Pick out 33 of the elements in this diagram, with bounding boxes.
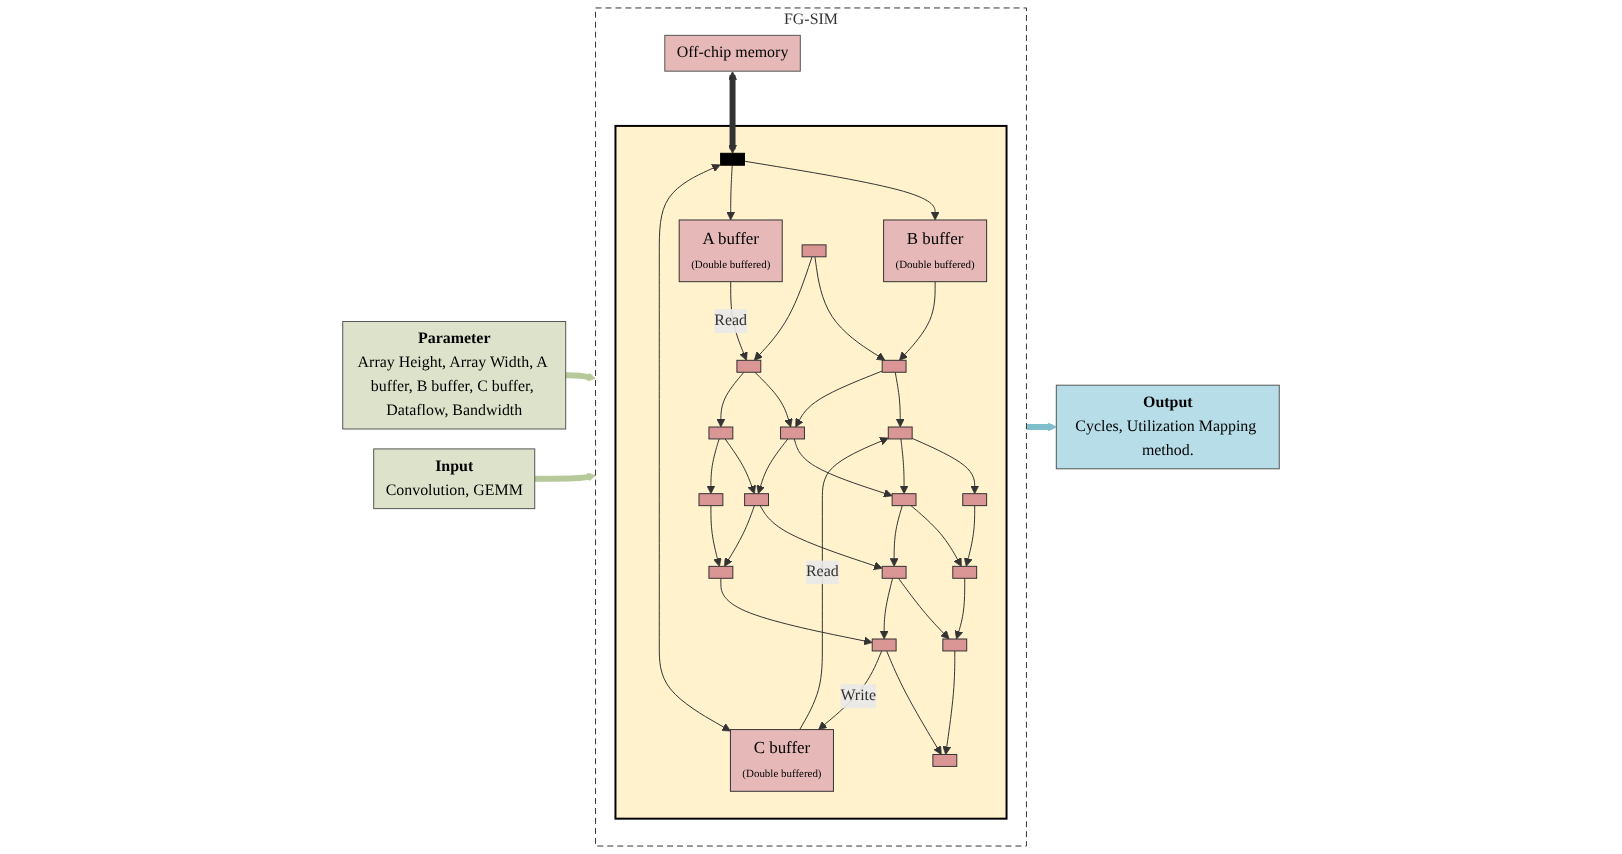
- node-box: [932, 753, 958, 767]
- node-box: [729, 729, 834, 792]
- node-box: [342, 321, 567, 430]
- node-box: [664, 34, 801, 72]
- node-box: [891, 493, 917, 507]
- node-box: [881, 359, 907, 373]
- arrow: [534, 472, 596, 482]
- arrow: [899, 438, 909, 495]
- node-bar: [720, 152, 745, 166]
- node-box: [952, 565, 978, 579]
- node-box: [736, 359, 762, 373]
- node-box: [780, 426, 805, 440]
- node-box: [708, 565, 734, 579]
- cluster: [595, 7, 1027, 847]
- node-box: [887, 426, 913, 440]
- node-box: [883, 219, 988, 283]
- node-box: [1055, 384, 1280, 470]
- node-box: [871, 638, 897, 652]
- node-box: [962, 493, 988, 507]
- arrow: [565, 372, 596, 382]
- node-box: [744, 493, 769, 507]
- cluster: [614, 124, 1008, 820]
- node-box: [678, 219, 783, 283]
- node-box: [881, 565, 907, 579]
- arrow: [910, 505, 962, 567]
- arrow: [1025, 422, 1057, 432]
- node-box: [708, 426, 734, 440]
- node-box: [801, 244, 827, 258]
- arrow: [818, 650, 883, 730]
- node-box: [373, 448, 536, 510]
- node-box: [698, 493, 724, 507]
- node-box: [942, 638, 968, 652]
- arrow: [728, 71, 737, 154]
